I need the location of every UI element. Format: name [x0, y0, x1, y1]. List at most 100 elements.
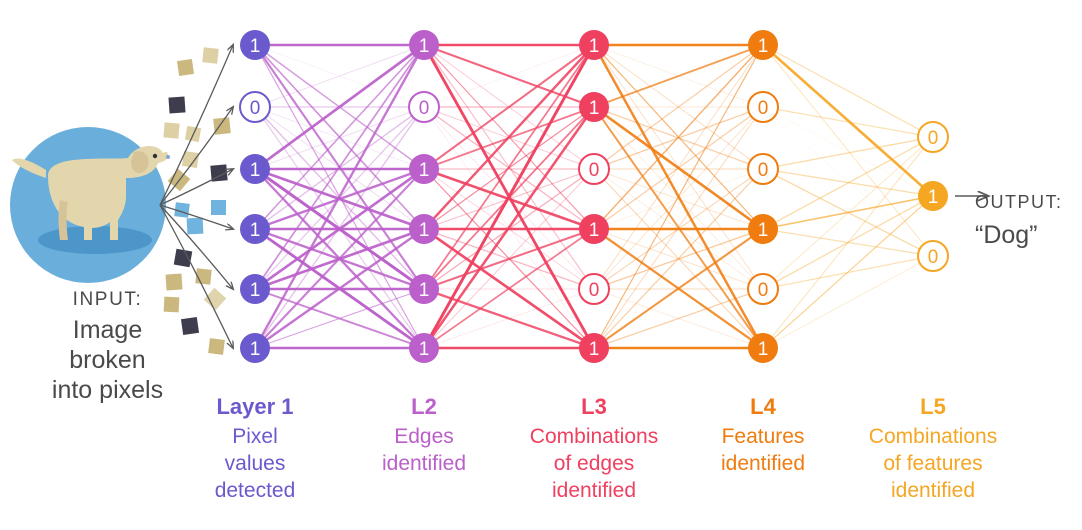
network-node-l3-5[interactable]: 0 — [578, 273, 610, 305]
network-node-l4-5[interactable]: 0 — [747, 273, 779, 305]
node-circle — [240, 274, 270, 304]
input-caption-line3: broken — [69, 346, 146, 374]
network-node-l5-3[interactable]: 0 — [917, 240, 949, 272]
layer-desc-line: Combinations — [529, 425, 659, 448]
network-node-l1-4[interactable]: 1 — [240, 214, 270, 244]
node-circle — [578, 153, 610, 185]
network-edge — [254, 167, 425, 231]
node-circle — [917, 240, 949, 272]
pixel-square — [168, 96, 186, 114]
node-circle — [240, 214, 270, 244]
network-node-l2-5[interactable]: 1 — [409, 274, 439, 304]
layer-title: L3 — [581, 394, 607, 419]
network-edge — [762, 136, 934, 290]
node-value: 1 — [419, 36, 430, 57]
network-edge — [593, 168, 764, 230]
network-edge — [593, 44, 764, 108]
network-node-l3-2[interactable]: 1 — [579, 92, 609, 122]
node-value: 1 — [250, 220, 261, 241]
pixel-square — [165, 273, 183, 291]
layer-desc-line: Edges — [394, 425, 454, 448]
network-edge — [593, 106, 764, 290]
node-value: 1 — [250, 339, 261, 360]
dog-shadow-ellipse — [38, 226, 152, 254]
pixel-square — [163, 122, 180, 139]
network-node-l2-6[interactable]: 1 — [409, 333, 439, 363]
layer-title: Layer 1 — [216, 394, 294, 419]
network-edge — [762, 168, 934, 197]
network-node-l5-2[interactable]: 1 — [918, 181, 948, 211]
network-edge — [422, 44, 596, 349]
input-caption-line1: INPUT: — [72, 289, 143, 310]
node-value: 1 — [419, 280, 430, 301]
node-circle — [747, 273, 779, 305]
network-node-l2-4[interactable]: 1 — [409, 214, 439, 244]
network-node-l3-6[interactable]: 1 — [579, 333, 609, 363]
network-node-l3-1[interactable]: 1 — [579, 30, 609, 60]
network-edge — [593, 106, 764, 290]
pixel-square — [210, 164, 228, 182]
network-edge — [593, 288, 764, 349]
network-node-l4-6[interactable]: 1 — [748, 333, 778, 363]
node-value: 0 — [758, 280, 769, 301]
network-node-l2-3[interactable]: 1 — [409, 154, 439, 184]
network-node-l4-2[interactable]: 0 — [747, 91, 779, 123]
input-caption: INPUT: Image broken into pixels — [20, 285, 195, 405]
network-node-l1-3[interactable]: 1 — [240, 154, 270, 184]
network-node-l1-5[interactable]: 1 — [240, 274, 270, 304]
network-edge — [254, 43, 425, 171]
node-circle — [579, 333, 609, 363]
node-value: 0 — [419, 98, 430, 119]
network-edge — [423, 44, 595, 108]
dog-illustration — [12, 146, 170, 240]
node-circle — [747, 91, 779, 123]
node-value: 1 — [758, 220, 769, 241]
network-edge — [423, 44, 595, 230]
network-node-l4-4[interactable]: 1 — [748, 214, 778, 244]
input-caption-line2: Image — [72, 316, 143, 344]
layer-desc-line: values — [224, 452, 286, 475]
node-circle — [240, 333, 270, 363]
network-node-l4-1[interactable]: 1 — [748, 30, 778, 60]
network-node-l2-1[interactable]: 1 — [409, 30, 439, 60]
layer-desc-line: Features — [721, 425, 805, 448]
network-node-l4-3[interactable]: 0 — [747, 153, 779, 185]
node-circle — [408, 91, 440, 123]
network-node-l3-3[interactable]: 0 — [578, 153, 610, 185]
layer-desc-line: identified — [720, 452, 806, 475]
network-edge — [254, 44, 425, 290]
network-edge — [254, 44, 425, 230]
node-circle — [579, 30, 609, 60]
network-edges — [253, 43, 934, 350]
network-edge — [762, 44, 934, 197]
pixel-square — [211, 200, 226, 215]
network-edge — [593, 106, 764, 230]
output-caption-line1: OUTPUT: — [975, 192, 1063, 212]
network-edge — [593, 168, 764, 290]
network-edge — [593, 106, 764, 349]
layer-desc-line: identified — [381, 452, 467, 475]
network-edge — [593, 44, 764, 349]
network-node-l1-1[interactable]: 1 — [240, 30, 270, 60]
node-value: 0 — [589, 160, 600, 181]
node-value: 1 — [928, 187, 939, 208]
layer-desc-line: of edges — [553, 452, 635, 475]
network-node-l3-4[interactable]: 1 — [579, 214, 609, 244]
pixel-square — [203, 287, 227, 311]
network-edge — [423, 228, 595, 349]
pixel-square — [173, 248, 193, 268]
node-circle — [239, 91, 271, 123]
network-node-l5-1[interactable]: 0 — [917, 121, 949, 153]
network-node-l1-6[interactable]: 1 — [240, 333, 270, 363]
network-edge — [254, 44, 425, 108]
node-circle — [409, 214, 439, 244]
network-edge — [762, 195, 934, 290]
network-edge — [593, 168, 764, 349]
network-node-l2-2[interactable]: 0 — [408, 91, 440, 123]
network-node-l1-2[interactable]: 0 — [239, 91, 271, 123]
node-circle — [748, 30, 778, 60]
